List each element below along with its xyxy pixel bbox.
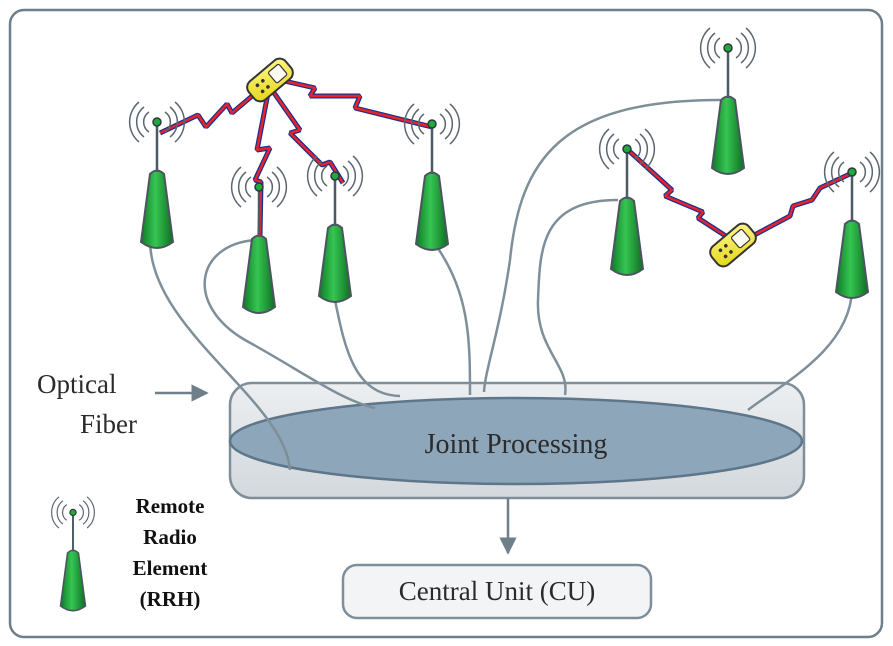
outer-frame bbox=[8, 8, 884, 639]
fiber-6 bbox=[536, 198, 619, 396]
optical-fibers bbox=[148, 98, 854, 471]
optical-fiber-label-line2: Fiber bbox=[80, 409, 137, 439]
joint-processing-label: Joint Processing bbox=[425, 429, 608, 460]
link-3 bbox=[269, 88, 346, 185]
link-6 bbox=[743, 170, 854, 243]
fiber-7 bbox=[747, 289, 854, 411]
link-4 bbox=[279, 77, 433, 130]
fiber-1 bbox=[148, 239, 292, 471]
legend-line-4: (RRH) bbox=[140, 587, 201, 611]
fiber-2 bbox=[203, 238, 376, 410]
fiber-5 bbox=[482, 98, 721, 393]
joint-processing-ellipse bbox=[228, 396, 804, 486]
link-5 bbox=[626, 148, 737, 245]
legend-line-2: Radio bbox=[143, 525, 197, 549]
central-unit-box bbox=[341, 563, 653, 620]
fiber-4 bbox=[431, 239, 472, 396]
optical-fiber-label-line1: Optical bbox=[37, 369, 116, 399]
fiber-3 bbox=[333, 299, 401, 398]
link-1 bbox=[158, 83, 267, 136]
legend-line-3: Element bbox=[133, 556, 208, 580]
legend-line-1: Remote bbox=[136, 494, 205, 518]
central-unit-label: Central Unit (CU) bbox=[399, 576, 595, 606]
